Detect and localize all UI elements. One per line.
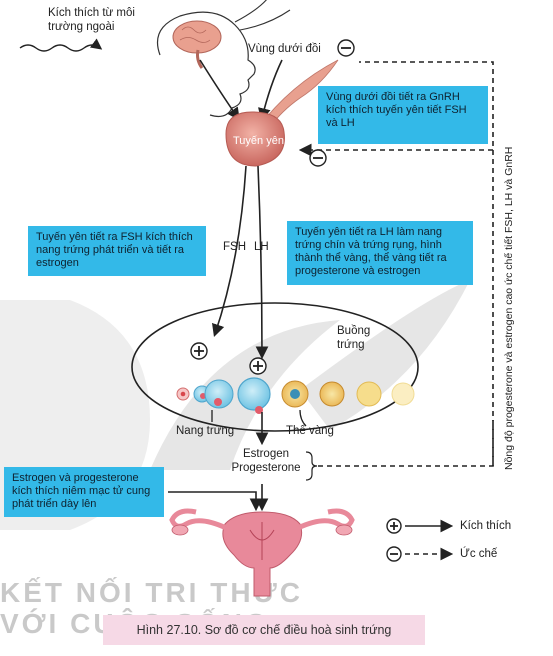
stimulus-arrow bbox=[19, 38, 103, 52]
watermark-line1: KẾT NỐI TRI THỨC bbox=[0, 577, 303, 608]
fsh-arrow bbox=[212, 165, 247, 338]
lh-callout: Tuyến yên tiết ra LH làm nang trứng chín… bbox=[287, 221, 473, 285]
fsh-callout: Tuyến yên tiết ra FSH kích thích nang tr… bbox=[28, 226, 206, 276]
brain bbox=[172, 20, 222, 54]
fsh-label: FSH bbox=[223, 241, 246, 253]
ovary-label: Buồng trứng bbox=[337, 325, 371, 351]
pituitary-label: Tuyến yên bbox=[233, 135, 284, 147]
feedback-vertical-label: Nồng độ progesterone và estrogen cao ức … bbox=[503, 146, 515, 470]
lh-label: LH bbox=[254, 241, 269, 253]
hormones-label: Estrogen Progesterone bbox=[231, 448, 301, 474]
corpus-luteum-label: Thể vàng bbox=[286, 425, 334, 437]
external-stimulus-label: Kích thích từ môi trường ngoài bbox=[48, 7, 135, 33]
figure-caption: Hình 27.10. Sơ đồ cơ chế điều hoà sinh t… bbox=[103, 615, 425, 645]
legend-stimulate-label: Kích thích bbox=[460, 520, 512, 532]
hormone-brace bbox=[305, 451, 318, 481]
hypothalamus-stalk bbox=[257, 59, 339, 131]
legend-inhibit-label: Ức chế bbox=[460, 548, 498, 560]
hypothalamus-label: Vùng dưới đồi bbox=[248, 43, 321, 55]
ovary-outline bbox=[131, 302, 419, 432]
ovulating-follicle bbox=[237, 377, 271, 411]
lh-arrow bbox=[255, 165, 269, 360]
hypothalamus-callout: Vùng dưới đồi tiết ra GnRH kích thích tu… bbox=[318, 86, 488, 144]
follicle-label: Nang trứng bbox=[176, 425, 235, 437]
pituitary-gland bbox=[225, 111, 285, 167]
uterus-callout: Estrogen và progesterone kích thích niêm… bbox=[4, 467, 164, 517]
